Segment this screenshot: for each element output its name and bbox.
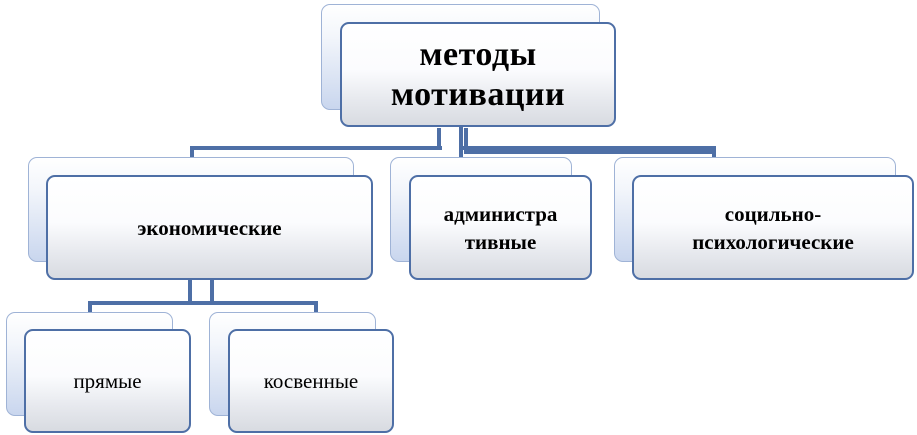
node-box: администра тивные [409, 175, 592, 280]
connector-to-economic [190, 146, 194, 158]
connector-to-administrative [459, 146, 463, 158]
economic-label: экономические [137, 215, 282, 240]
root-label-line2: мотивации [390, 75, 566, 113]
connector-level2-horizontal-right [459, 146, 715, 150]
node-box: методы мотивации [340, 22, 616, 127]
node-box: экономические [46, 175, 373, 280]
connector-to-direct [88, 301, 92, 313]
socio-label-line2: психологические [692, 229, 854, 254]
administrative-label-line2: тивные [464, 229, 537, 254]
connector-economic-vertical-b [210, 265, 214, 305]
connector-root-vertical-b [459, 113, 463, 150]
connector-level2-horizontal-top [190, 146, 442, 150]
socio-label-line1: социльно- [724, 201, 822, 226]
node-box: социльно- психологические [632, 175, 914, 280]
connector-level2-horizontal-mid [464, 150, 716, 154]
connector-leaves-horizontal [88, 301, 318, 305]
root-label-line1: методы [419, 35, 537, 73]
connector-economic-vertical-a [188, 265, 192, 305]
direct-label: прямые [73, 369, 142, 393]
administrative-label-line1: администра [443, 201, 558, 226]
connector-root-vertical-a [437, 128, 441, 150]
connector-to-indirect [314, 301, 318, 313]
node-box: косвенные [228, 329, 394, 433]
indirect-label: косвенные [263, 369, 359, 393]
connector-root-vertical-c [464, 128, 468, 150]
node-box: прямые [24, 329, 191, 433]
connector-to-socio [712, 146, 716, 158]
